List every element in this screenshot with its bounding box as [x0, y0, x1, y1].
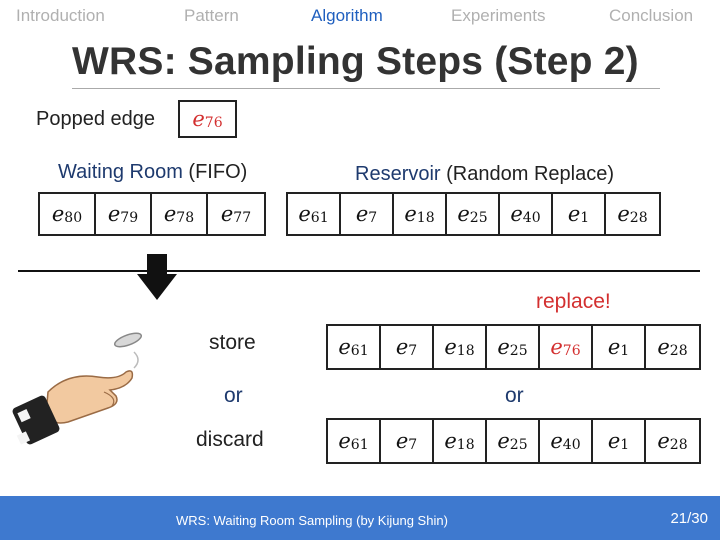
- slide-title: WRS: Sampling Steps (Step 2): [72, 40, 639, 84]
- waiting-room-title: Waiting Room (FIFO): [58, 161, 247, 184]
- coin-flip-hand-icon: [8, 322, 158, 452]
- footer-text: WRS: Waiting Room Sampling (by Kijung Sh…: [176, 513, 448, 528]
- footer-bar: WRS: Waiting Room Sampling (by Kijung Sh…: [0, 496, 720, 540]
- nav-introduction[interactable]: Introduction: [16, 6, 105, 26]
- nav-experiments[interactable]: Experiments: [451, 6, 545, 26]
- separator-line: [18, 270, 700, 272]
- replace-label: replace!: [536, 290, 611, 314]
- popped-edge-label: Popped edge: [36, 108, 155, 131]
- store-label: store: [209, 331, 256, 355]
- nav-conclusion[interactable]: Conclusion: [609, 6, 693, 26]
- or-label-left: or: [224, 384, 243, 408]
- top-navigation: Introduction Pattern Algorithm Experimen…: [0, 0, 720, 34]
- discard-label: discard: [196, 428, 264, 452]
- down-arrow-icon: [137, 254, 177, 300]
- or-label-right: or: [505, 384, 524, 408]
- page-number: 21/30: [670, 510, 708, 527]
- reservoir-title: Reservoir (Random Replace): [355, 163, 614, 186]
- nav-algorithm[interactable]: Algorithm: [311, 6, 383, 26]
- title-divider: [72, 88, 660, 89]
- nav-pattern[interactable]: Pattern: [184, 6, 239, 26]
